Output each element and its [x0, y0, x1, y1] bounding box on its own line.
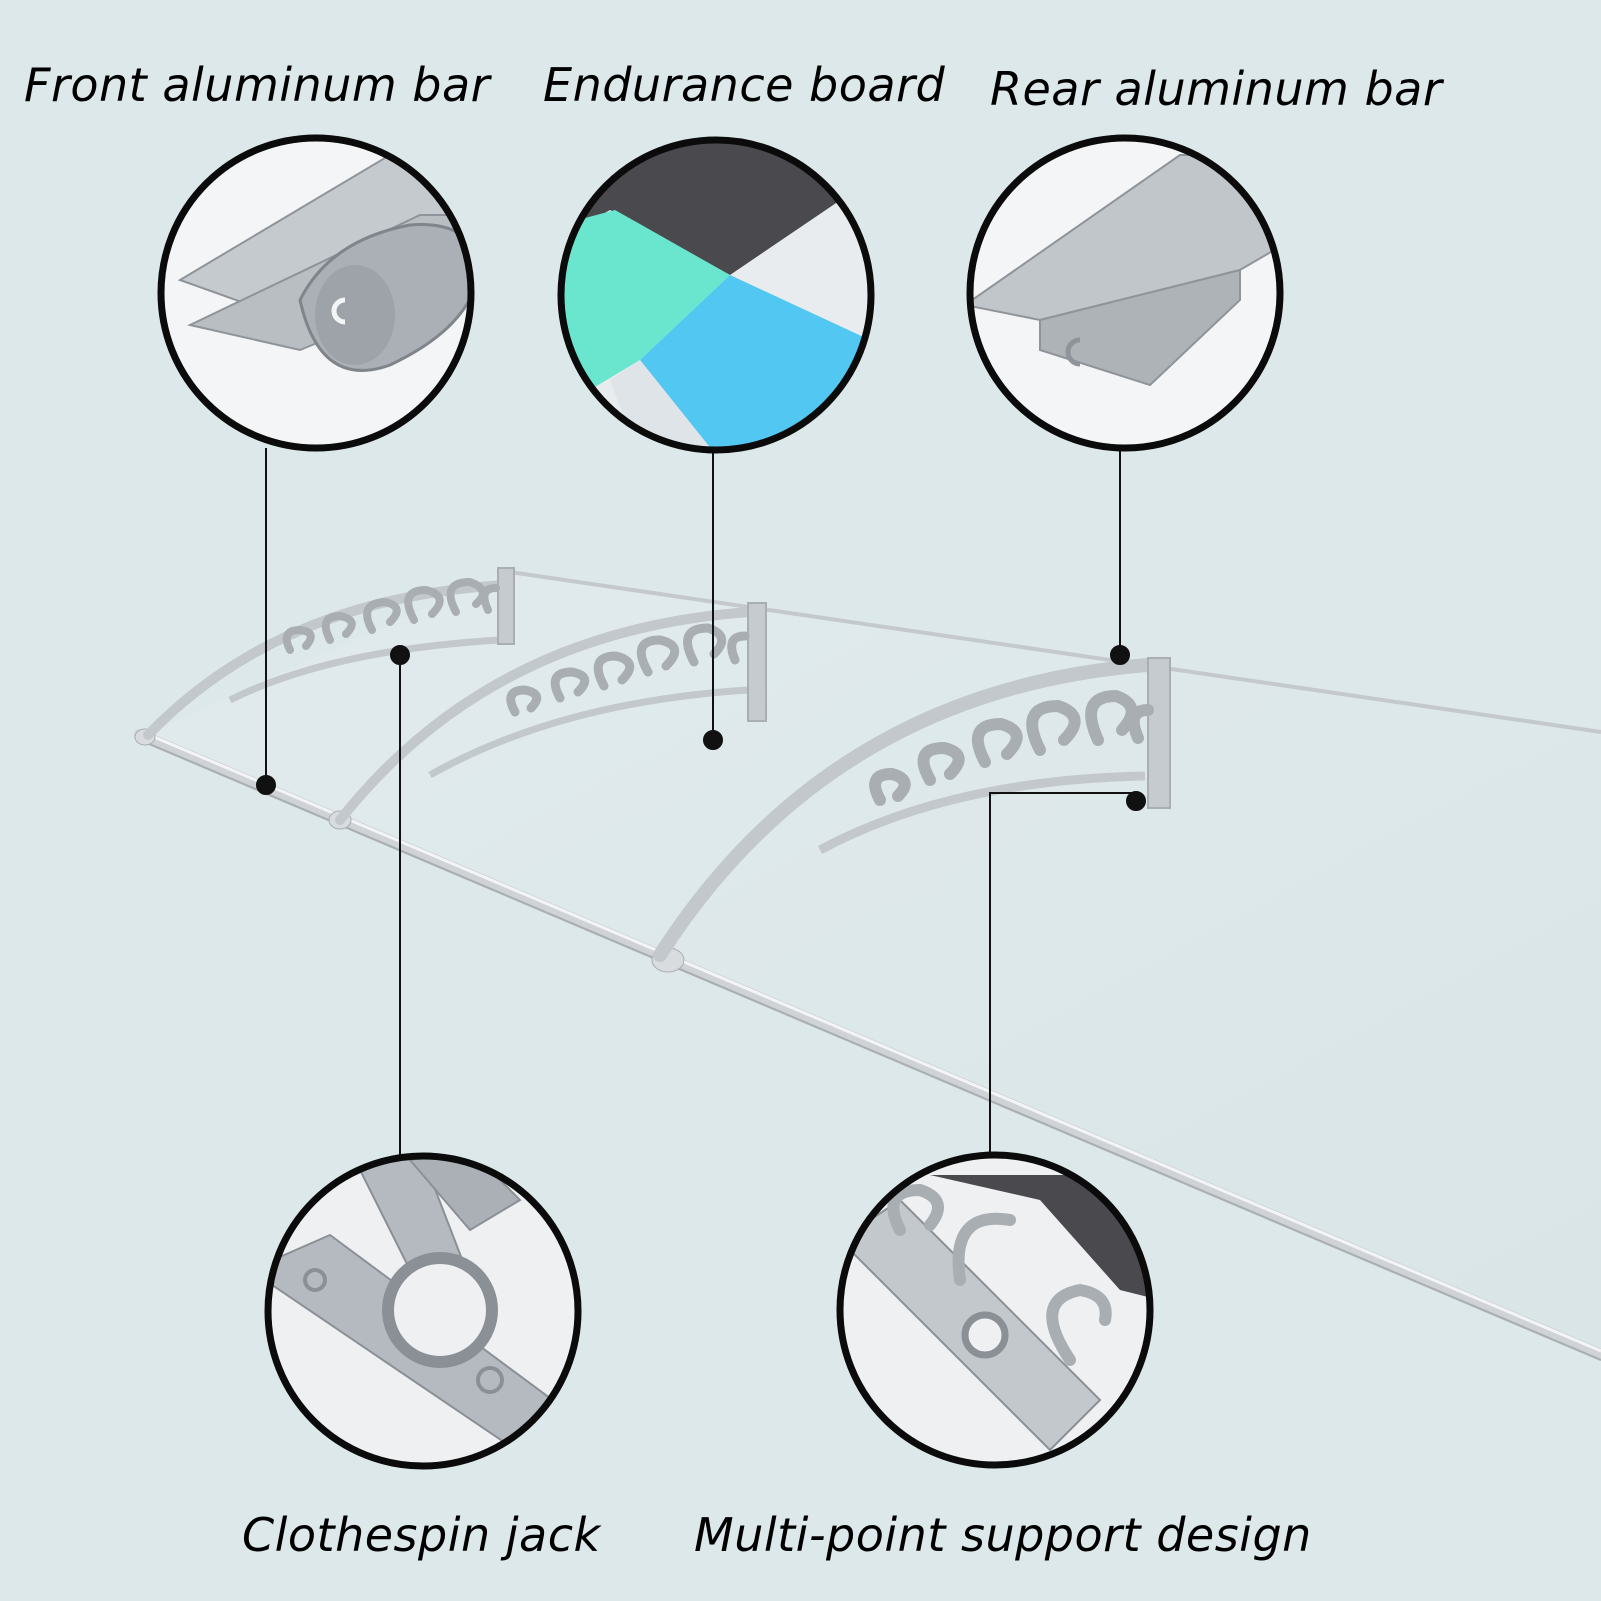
support-bracket-2 [335, 602, 767, 825]
callout-lines [256, 448, 1146, 1157]
front-aluminum-bar-label: Front aluminum bar [24, 58, 491, 112]
rear-bar-detail-circle [966, 134, 1284, 452]
callout-dot-board [703, 730, 723, 750]
endurance-board-label: Endurance board [543, 58, 946, 112]
clothespin-jack-detail-circle [264, 1152, 582, 1470]
multi-point-support-detail-circle [836, 1151, 1154, 1469]
callout-dot-clothespin [390, 645, 410, 665]
front-rail [134, 728, 1601, 1361]
callout-dot-rear-bar [1110, 645, 1130, 665]
multi-point-support-label: Multi-point support design [694, 1508, 1312, 1562]
clothespin-jack-label: Clothespin jack [242, 1508, 601, 1562]
callout-dot-front-bar [256, 775, 276, 795]
support-bracket-3 [653, 657, 1171, 962]
front-bar-detail-circle [157, 134, 475, 452]
support-bracket-1 [143, 567, 515, 740]
endurance-board-detail-circle [557, 136, 875, 454]
canopy-sheet [145, 570, 1601, 1360]
rear-aluminum-bar-label: Rear aluminum bar [990, 62, 1443, 116]
callout-dot-multipoint [1126, 791, 1146, 811]
